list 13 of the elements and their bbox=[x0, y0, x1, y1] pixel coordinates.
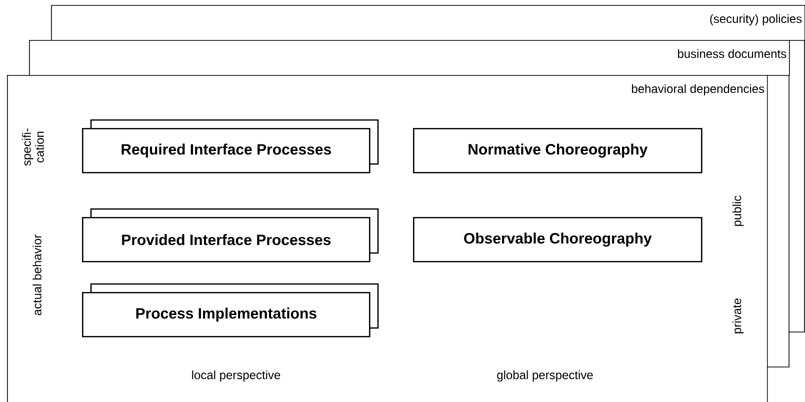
axis-label: specifi- cation bbox=[22, 128, 44, 166]
axis-label: actual behavior bbox=[32, 234, 42, 316]
stacked-process-box: Process Implementations bbox=[82, 283, 379, 338]
sheet: business documents bbox=[29, 40, 790, 76]
stacked-process-box: Required Interface Processes bbox=[82, 119, 379, 174]
process-box: Observable Choreography bbox=[413, 217, 702, 262]
axis-label: public bbox=[732, 196, 744, 226]
axis-label: global perspective bbox=[497, 370, 593, 382]
sheet: (security) policies bbox=[51, 5, 805, 41]
process-box: Normative Choreography bbox=[413, 128, 702, 174]
axis-label: private bbox=[732, 298, 744, 334]
stacked-process-box: Provided Interface Processes bbox=[82, 208, 379, 262]
axis-label: local perspective bbox=[192, 370, 280, 382]
